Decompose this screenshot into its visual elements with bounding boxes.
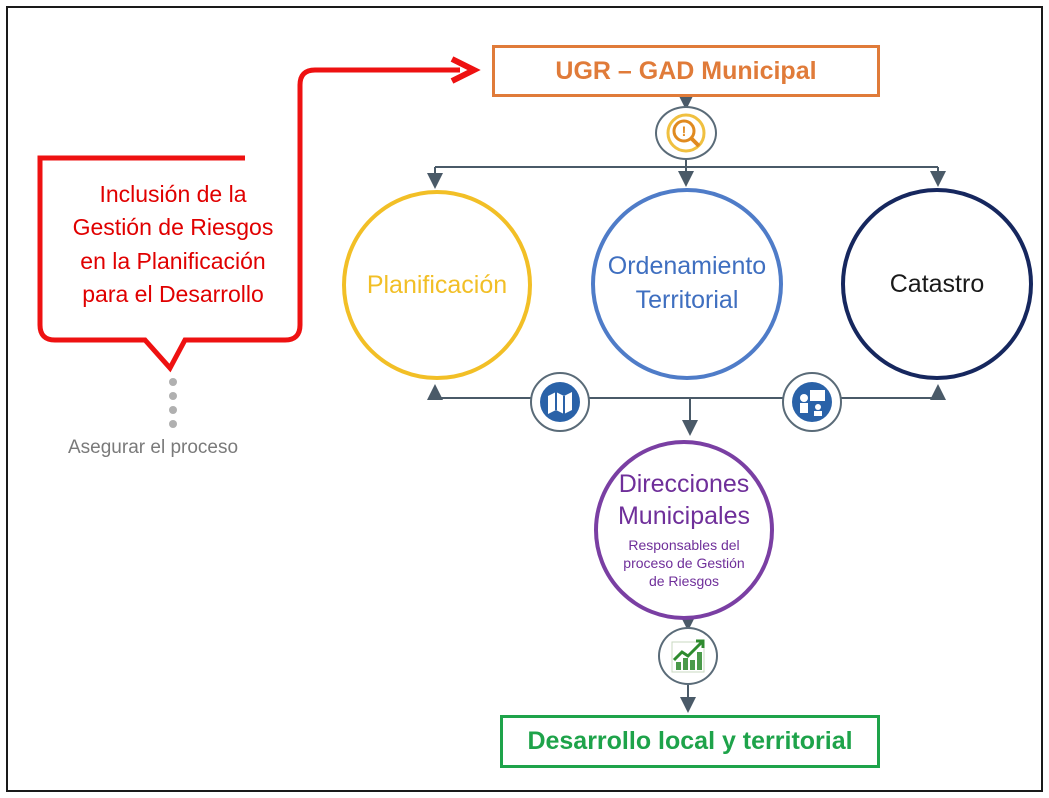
- callout-text: Inclusión de la Gestión de Riesgos en la…: [48, 178, 298, 311]
- ordenamiento-label-line2: Territorial: [635, 286, 739, 314]
- ugr-gad-label: UGR – GAD Municipal: [555, 56, 817, 85]
- callout-line-3: en la Planificación: [80, 247, 266, 274]
- catastro-circle: Catastro: [841, 188, 1033, 380]
- callout-line-1: Inclusión de la: [99, 181, 247, 207]
- direcciones-circle: Direcciones Municipales Responsables del…: [594, 440, 774, 620]
- direcciones-title2: Municipales: [617, 501, 750, 530]
- process-dot: [169, 378, 177, 386]
- process-dot: [169, 406, 177, 414]
- growth-chart-icon: [658, 627, 718, 685]
- ordenamiento-circle: Ordenamiento Territorial: [591, 188, 783, 380]
- ordenamiento-label-line1: Ordenamiento: [607, 252, 767, 281]
- presentation-icon: [782, 372, 842, 432]
- process-dot: [169, 392, 177, 400]
- callout-line-4: para el Desarrollo: [82, 281, 264, 308]
- red-arrow: [37, 67, 460, 373]
- direcciones-title1: Direcciones: [618, 470, 750, 499]
- planificacion-label: Planificación: [366, 270, 508, 299]
- risk-alert-icon: !: [655, 106, 717, 160]
- direcciones-sub2: proceso de Gestión: [623, 555, 745, 572]
- svg-text:!: !: [682, 123, 687, 139]
- diagram-frame: [6, 6, 1043, 792]
- callout-line-2: Gestión de Riesgos: [72, 214, 274, 241]
- ugr-gad-box: UGR – GAD Municipal: [492, 45, 880, 97]
- map-hand-icon: [530, 372, 590, 432]
- process-note: Asegurar el proceso: [68, 437, 239, 458]
- desarrollo-label: Desarrollo local y territorial: [527, 727, 853, 755]
- planificacion-circle: Planificación: [342, 190, 532, 380]
- process-dot: [169, 420, 177, 428]
- direcciones-sub1: Responsables del: [628, 536, 740, 553]
- catastro-label: Catastro: [889, 269, 985, 298]
- desarrollo-box: Desarrollo local y territorial: [500, 715, 880, 768]
- red-arrowhead: [450, 56, 481, 84]
- direcciones-sub3: de Riesgos: [648, 573, 720, 590]
